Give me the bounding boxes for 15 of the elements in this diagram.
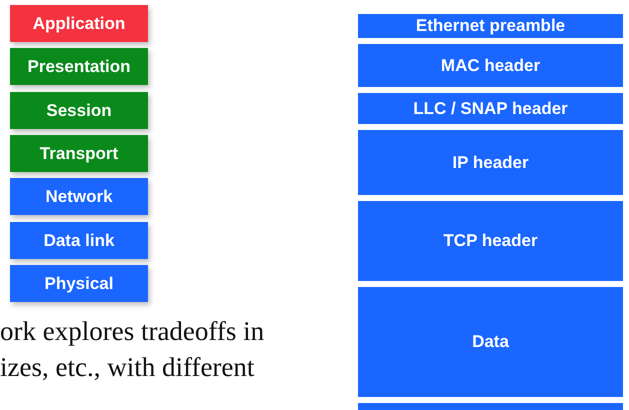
header-field-box: LLC / SNAP header xyxy=(358,93,623,124)
header-field-box: TCP header xyxy=(358,201,623,281)
layer-box: Session xyxy=(10,92,148,129)
header-field-box: Data xyxy=(358,287,623,397)
body-text-line: ork explores tradeoffs in xyxy=(0,316,264,347)
header-field-box: Ethernet preamble xyxy=(358,14,623,38)
layer-box: Physical xyxy=(10,265,148,302)
body-text-line: izes, etc., with different xyxy=(0,352,254,383)
header-field-box: MAC header xyxy=(358,44,623,87)
layer-box: Application xyxy=(10,5,148,42)
layer-box: Network xyxy=(10,178,148,215)
layer-box: Presentation xyxy=(10,48,148,85)
header-field-box: IP header xyxy=(358,130,623,195)
layer-box: Data link xyxy=(10,222,148,259)
layer-box: Transport xyxy=(10,135,148,172)
